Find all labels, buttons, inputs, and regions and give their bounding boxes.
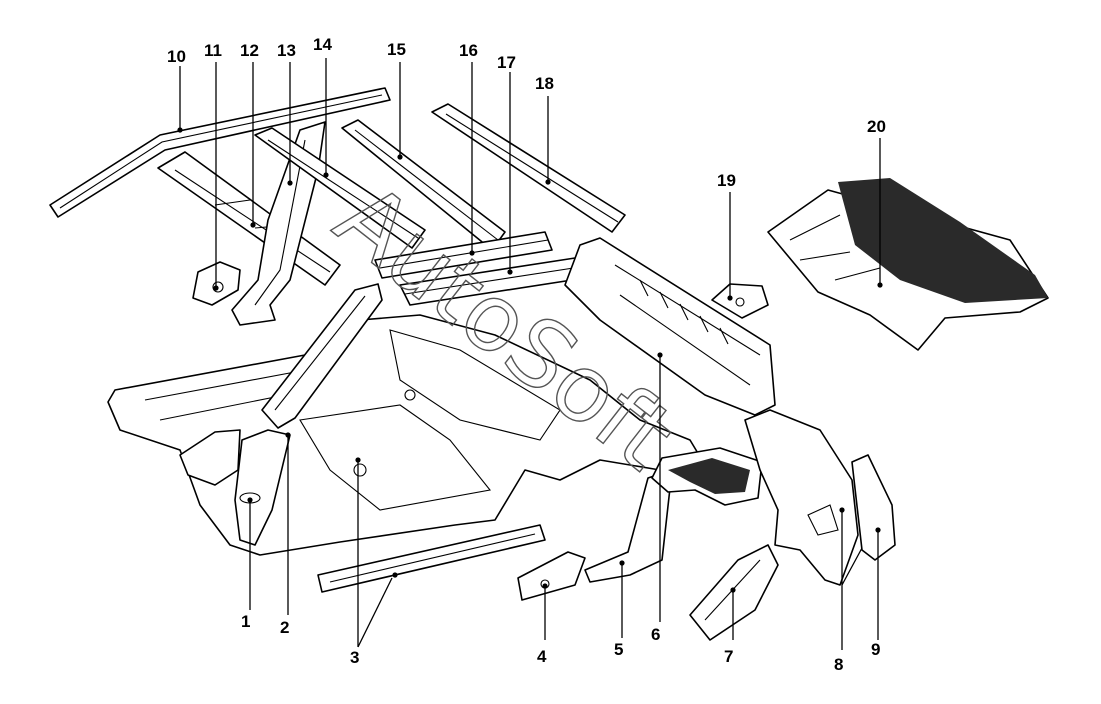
- callout-8: 8: [834, 655, 843, 674]
- part-roof-bow-14: [254, 127, 426, 249]
- part-panel-9: [851, 454, 896, 561]
- part-b-pillar: [231, 121, 326, 326]
- callout-5: 5: [614, 640, 623, 659]
- callout-1: 1: [241, 612, 250, 631]
- callout-9: 9: [871, 640, 880, 659]
- part-cross-member-16: [374, 231, 553, 279]
- callout-17: 17: [497, 53, 516, 72]
- part-roof-bow-18: [431, 103, 626, 233]
- part-bracket-19: [711, 283, 769, 319]
- part-roof-rail: [49, 87, 391, 218]
- callout-10: 10: [167, 47, 186, 66]
- callout-16: 16: [459, 41, 478, 60]
- part-rear-rail: [584, 469, 673, 583]
- callout-15: 15: [387, 40, 406, 59]
- callout-11: 11: [204, 41, 222, 60]
- callout-13: 13: [277, 41, 296, 60]
- part-roof-bow-15: [341, 119, 506, 251]
- callout-20: 20: [867, 117, 886, 136]
- part-quarter-inner: [744, 409, 859, 586]
- callout-2: 2: [280, 618, 289, 637]
- part-trunk-floor: [767, 178, 1049, 351]
- callout-14: 14: [313, 35, 332, 54]
- part-a-pillar-strut: [261, 283, 383, 429]
- callout-6: 6: [651, 625, 660, 644]
- callout-18: 18: [535, 74, 554, 93]
- callout-12: 12: [240, 41, 259, 60]
- callout-4: 4: [537, 647, 547, 666]
- callout-7: 7: [724, 647, 733, 666]
- leader-lines: [177, 58, 883, 650]
- part-bracket-4: [517, 551, 586, 601]
- part-sill: [317, 524, 546, 593]
- part-panel-7: [689, 544, 779, 641]
- part-wheelhouse: [651, 447, 763, 506]
- part-rear-panel: [564, 237, 776, 416]
- callout-3: 3: [350, 648, 359, 667]
- callout-labels: 1 2 3 4 5 6 7 8 9 10 11 12 13 14 15 16 1…: [167, 35, 886, 674]
- callout-19: 19: [717, 171, 736, 190]
